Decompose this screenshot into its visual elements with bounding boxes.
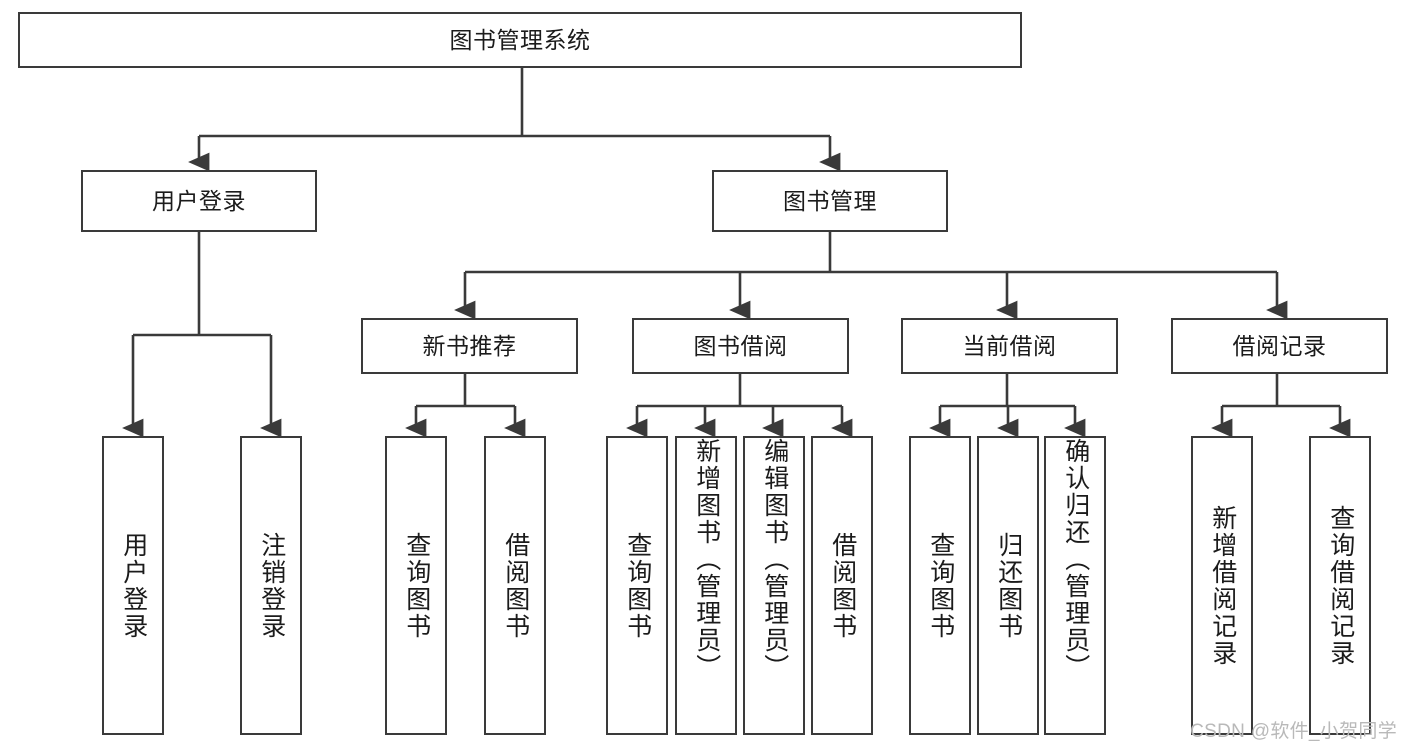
leaf-borrow-book-2[interactable]: 借阅图书 <box>811 436 873 735</box>
leaf-user-logout-label: 注销登录 <box>257 531 286 640</box>
leaf-return-book-label: 归还图书 <box>994 531 1023 640</box>
csdn-watermark: CSDN @软件_小贺同学 <box>1190 721 1397 742</box>
node-current-borrow-label: 当前借阅 <box>962 332 1057 359</box>
leaf-query-record-label: 查询借阅记录 <box>1326 504 1355 667</box>
leaf-return-book[interactable]: 归还图书 <box>977 436 1039 735</box>
node-current-borrow[interactable]: 当前借阅 <box>901 318 1118 374</box>
node-new-book-rec-label: 新书推荐 <box>422 332 517 359</box>
leaf-borrow-book-1-label: 借阅图书 <box>501 531 530 640</box>
node-user-login-label: 用户登录 <box>152 187 246 214</box>
leaf-query-book-3[interactable]: 查询图书 <box>909 436 971 735</box>
node-root-label: 图书管理系统 <box>449 26 591 53</box>
node-book-borrow[interactable]: 图书借阅 <box>632 318 849 374</box>
node-book-manage-label: 图书管理 <box>783 187 877 214</box>
node-borrow-record-label: 借阅记录 <box>1232 332 1327 359</box>
leaf-edit-book-label: 编辑图书（管理员） <box>760 438 789 681</box>
leaf-add-record-label: 新增借阅记录 <box>1208 504 1237 667</box>
leaf-query-book-1-label: 查询图书 <box>402 531 431 640</box>
leaf-confirm-return[interactable]: 确认归还（管理员） <box>1044 436 1106 735</box>
leaf-borrow-book-1[interactable]: 借阅图书 <box>484 436 546 735</box>
node-root[interactable]: 图书管理系统 <box>18 12 1022 68</box>
leaf-user-logout[interactable]: 注销登录 <box>240 436 302 735</box>
leaf-query-book-1[interactable]: 查询图书 <box>385 436 447 735</box>
node-book-manage[interactable]: 图书管理 <box>712 170 948 232</box>
leaf-query-book-2-label: 查询图书 <box>623 531 652 640</box>
leaf-query-book-3-label: 查询图书 <box>926 531 955 640</box>
leaf-add-book[interactable]: 新增图书（管理员） <box>675 436 737 735</box>
node-book-borrow-label: 图书借阅 <box>693 332 788 359</box>
node-borrow-record[interactable]: 借阅记录 <box>1171 318 1388 374</box>
leaf-user-login[interactable]: 用户登录 <box>102 436 164 735</box>
leaf-add-book-label: 新增图书（管理员） <box>692 438 721 681</box>
leaf-query-book-2[interactable]: 查询图书 <box>606 436 668 735</box>
node-new-book-rec[interactable]: 新书推荐 <box>361 318 578 374</box>
leaf-borrow-book-2-label: 借阅图书 <box>828 531 857 640</box>
leaf-user-login-label: 用户登录 <box>119 531 148 640</box>
leaf-confirm-return-label: 确认归还（管理员） <box>1061 438 1090 681</box>
leaf-query-record[interactable]: 查询借阅记录 <box>1309 436 1371 735</box>
node-user-login[interactable]: 用户登录 <box>81 170 317 232</box>
leaf-add-record[interactable]: 新增借阅记录 <box>1191 436 1253 735</box>
leaf-edit-book[interactable]: 编辑图书（管理员） <box>743 436 805 735</box>
